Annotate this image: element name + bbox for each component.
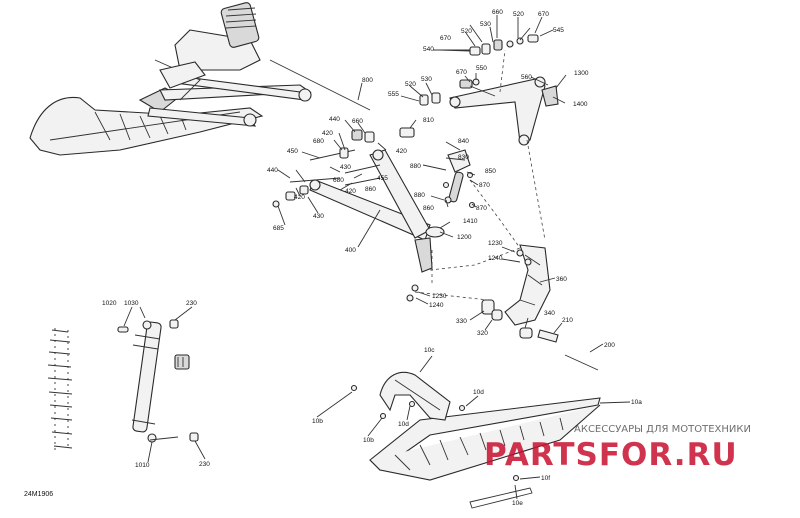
callout-10c: 10c [424,347,435,354]
callout-670: 670 [440,35,451,42]
callout-400: 400 [345,247,356,254]
callout-450: 450 [287,148,298,155]
callout-560: 560 [521,74,532,81]
callout-labels: 800 660 520 670 545 530 520 670 540 550 … [102,9,642,507]
callout-420: 420 [345,188,356,195]
callout-10e: 10e [512,500,523,507]
callout-870: 870 [476,205,487,212]
spindle-360 [504,244,551,326]
callout-830: 830 [458,154,469,161]
callout-10a: 10a [631,399,642,406]
callout-200: 200 [604,342,615,349]
callout-870: 870 [479,182,490,189]
callout-810: 810 [423,117,434,124]
callout-430: 430 [313,213,324,220]
callout-420: 420 [294,194,305,201]
callout-520: 520 [513,11,524,18]
callout-530: 530 [421,76,432,83]
callout-1200: 1200 [457,234,472,241]
ski-handle-10c [350,371,520,482]
partsfor-watermark: АКСЕССУАРЫ ДЛЯ МОТОТЕХНИКИ PARTSFOR.RU [484,424,751,473]
callout-420: 420 [322,130,333,137]
callout-440: 440 [267,167,278,174]
callout-230: 230 [199,461,210,468]
callout-210: 210 [562,317,573,324]
callout-880: 880 [414,192,425,199]
upper-hardware-stack [399,34,539,138]
callout-660: 660 [492,9,503,16]
callout-455: 455 [377,175,388,182]
callout-440: 440 [329,116,340,123]
callout-360: 360 [556,276,567,283]
shock-absorber-1010 [117,319,199,443]
upper-a-arm-560 [449,76,559,146]
callout-840: 840 [458,138,469,145]
callout-660: 660 [352,118,363,125]
drawing-number: 24M1906 [24,491,53,498]
callout-540: 540 [423,46,434,53]
spring-outline [47,328,73,450]
callout-10d: 10d [473,389,484,396]
callout-1240: 1240 [429,302,444,309]
callout-680: 680 [313,138,324,145]
callout-1020: 1020 [102,300,117,307]
callout-320: 320 [477,330,488,337]
callout-1410: 1410 [463,218,478,225]
callout-520: 520 [405,81,416,88]
callout-685: 685 [273,225,284,232]
callout-860: 860 [423,205,434,212]
callout-680: 680 [333,177,344,184]
ski-10a [369,397,601,509]
sway-link-assembly [442,149,476,209]
callout-1240: 1240 [488,255,503,262]
callout-1010: 1010 [135,462,150,469]
callout-1230: 1230 [432,293,447,300]
assembly-guide-lines [414,49,546,301]
callout-10f: 10f [541,475,550,482]
callout-670: 670 [456,69,467,76]
spindle-bushings [406,284,503,321]
callout-545: 545 [553,27,564,34]
callout-555: 555 [388,91,399,98]
callout-1400: 1400 [573,101,588,108]
leader-lines [123,15,631,500]
callout-520: 520 [461,28,472,35]
callout-10b: 10b [312,418,323,425]
callout-1030: 1030 [124,300,139,307]
watermark-logo: PARTSFOR.RU [484,437,738,473]
callout-1300: 1300 [574,70,589,77]
callout-800: 800 [362,77,373,84]
callout-1230: 1230 [488,240,503,247]
callout-10b: 10b [363,437,374,444]
ski-pin [519,327,599,371]
callout-550: 550 [476,65,487,72]
callout-230: 230 [186,300,197,307]
callout-670: 670 [538,11,549,18]
lower-hardware [272,129,381,208]
callout-430: 430 [340,164,351,171]
callout-330: 330 [456,318,467,325]
callout-860: 860 [365,186,376,193]
callout-850: 850 [485,168,496,175]
callout-10d: 10d [398,421,409,428]
lower-a-arm-400 [309,149,445,273]
callout-340: 340 [544,310,555,317]
callout-530: 530 [480,21,491,28]
assembled-suspension-illustration [29,2,371,156]
watermark-tagline: АКСЕССУАРЫ ДЛЯ МОТОТЕХНИКИ [574,424,751,435]
callout-880: 880 [410,163,421,170]
callout-420: 420 [396,148,407,155]
